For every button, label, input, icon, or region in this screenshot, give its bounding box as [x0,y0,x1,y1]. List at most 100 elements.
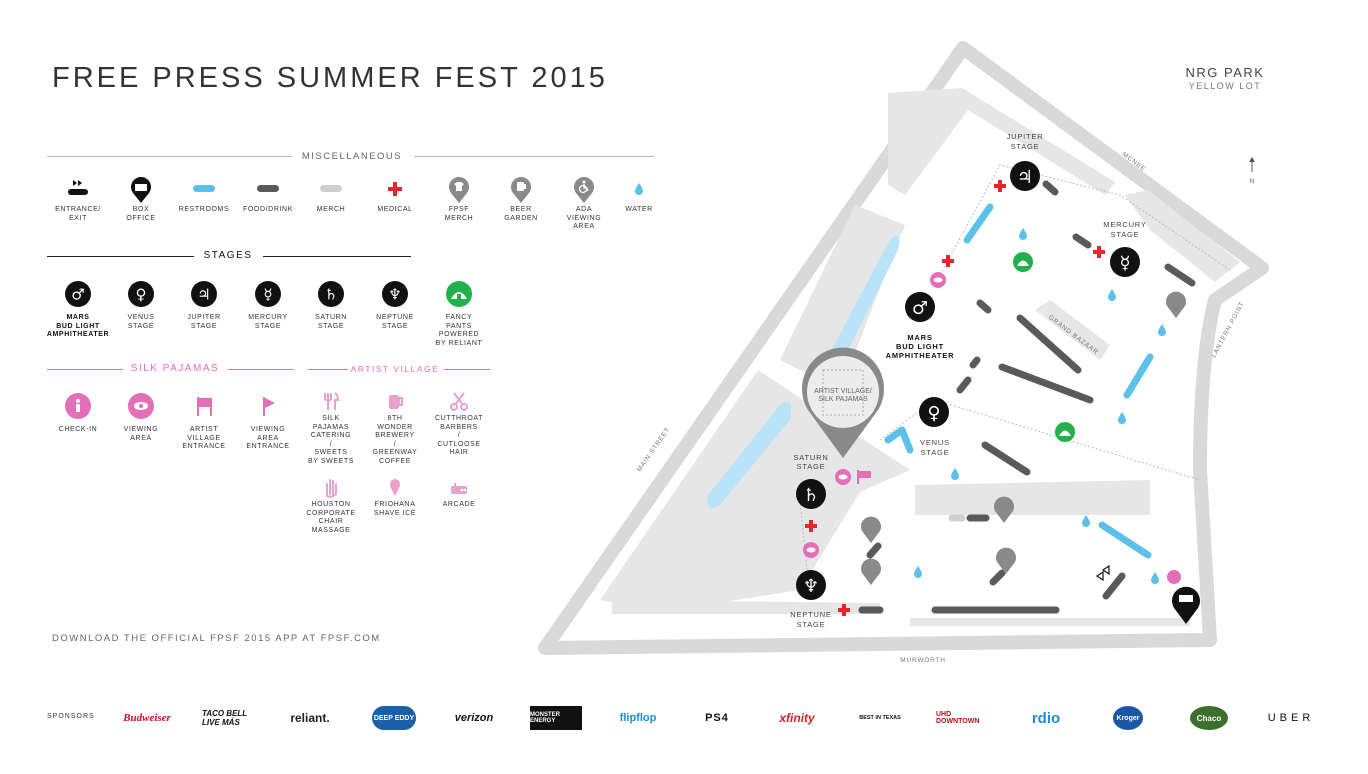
legend-food-drink: FOOD/DRINK [233,176,303,215]
divider [263,256,411,257]
sponsor-uber[interactable]: UBER [1267,712,1315,724]
sponsor-taco-bell[interactable]: TACO BELL LIVE MÁS [202,709,248,727]
legend-entrance-exit: ENTRANCE/ EXIT [43,176,113,223]
beer-garden-icon [511,177,531,203]
svg-text:♀: ♀ [136,286,147,304]
arcade-icon [451,483,467,494]
legend-massage: HOUSTON CORPORATE CHAIR MASSAGE [296,476,366,535]
entrance-exit-icon [1095,564,1110,582]
north-label: N [1250,179,1254,185]
festival-map: ♃ ☿ ♂ ♀ ♄ ♆ ARTIST VILLAGE/ SILK PAJAMAS… [538,41,1269,664]
misc-heading: MISCELLANEOUS [301,151,403,162]
scissors-icon [450,392,468,411]
check-in-icon [65,393,91,419]
legend-medical: MEDICAL [360,176,430,215]
legend-venus: ♀ VENUS STAGE [106,280,176,331]
sponsor-monster[interactable]: MONSTER ENERGY [530,706,582,730]
mercury-label-2: STAGE [1111,230,1140,239]
svg-text:☿: ☿ [1119,253,1130,274]
lot-block [915,480,1150,515]
legend-neptune: ♆ NEPTUNE STAGE [360,280,430,331]
legend-restrooms: RESTROOMS [169,176,239,215]
fancy-pants-markers [1013,252,1075,442]
legend-water: WATER [604,176,674,215]
legend-viewing-area: VIEWING AREA [106,392,176,443]
svg-text:♃: ♃ [197,286,210,304]
sponsor-chaco[interactable]: Chaco [1190,706,1228,730]
sponsor-deep-eddy[interactable]: DEEP EDDY [372,706,416,730]
stages-heading: STAGES [203,250,253,261]
sponsor-rdio[interactable]: rdio [1031,709,1061,727]
lot-block [612,600,880,614]
lot-block [910,618,1190,626]
legend-beer-garden: BEER GARDEN [486,176,556,223]
murworth-label: MURWORTH [900,657,946,664]
svg-text:♄: ♄ [803,485,819,506]
mars-label-1: MARS [907,333,932,342]
brewery-icon [389,395,403,409]
water-feature [826,235,900,374]
sponsor-budweiser[interactable]: Budweiser [123,712,171,724]
svg-text:♆: ♆ [388,286,401,304]
entrance-exit-icon [68,180,88,195]
divider [47,156,292,157]
svg-text:♀: ♀ [927,403,940,424]
mars-stage-icon: ♂ [65,281,91,307]
legend-fancy-pants: FANCY PANTS POWERED BY RELIANT [424,280,494,348]
neptune-stage-icon: ♆ [382,281,408,307]
water-markers [914,228,1166,584]
legend-artist-village-entrance: ARTIST VILLAGE ENTRANCE [169,392,239,452]
grey-pin-markers [861,291,1186,585]
svg-text:♄: ♄ [324,286,337,304]
sponsor-reliant[interactable]: reliant. [290,711,330,725]
sponsor-best-in-texas[interactable]: BEST IN TEXAS [859,715,901,721]
svg-text:♂: ♂ [71,286,84,304]
merch-icon [320,185,342,192]
viewing-area-icon [128,393,154,419]
legend-jupiter: ♃ JUPITER STAGE [169,280,239,331]
legend-brewery: 8TH WONDER BREWERY / GREENWAY COFFEE [360,390,430,466]
venus-label-2: STAGE [921,448,950,457]
sponsor-ps4[interactable]: PS4 [705,712,729,724]
divider [47,369,123,370]
food-drink-markers [858,180,1196,614]
neptune-label-1: NEPTUNE [790,610,831,619]
mars-label-3: AMPHITHEATER [886,351,955,360]
sponsor-xfinity[interactable]: xfinity [779,711,815,725]
divider [47,256,194,257]
sponsor-flipflop[interactable]: flipflop [619,712,657,724]
park-name: NRG PARK [1185,65,1265,80]
legend-mercury: ☿ MERCURY STAGE [233,280,303,331]
artist-village-callout: ARTIST VILLAGE/ SILK PAJAMAS [802,347,884,458]
saturn-label-2: STAGE [797,462,826,471]
sponsor-verizon[interactable]: verizon [454,712,494,724]
legend-shave-ice: FRIOHANA SHAVE ICE [360,476,430,518]
legend-barbers: CUTTHROAT BARBERS / CUTLOOSE HAIR [424,390,494,458]
legend-saturn: ♄ SATURN STAGE [296,280,366,331]
svg-text:☿: ☿ [263,286,272,304]
grand-bazaar-block [1035,300,1110,360]
download-app-text[interactable]: DOWNLOAD THE OFFICIAL FPSF 2015 APP AT F… [52,633,381,644]
fpsf-merch-icon [449,177,469,203]
legend-merch: MERCH [296,176,366,215]
legend-fpsf-merch: FPSF MERCH [424,176,494,223]
silk-pajamas-markers [803,272,1181,584]
svg-text:♃: ♃ [1017,167,1033,188]
medical-icon [388,182,402,196]
jupiter-stage-icon: ♃ [191,281,217,307]
sponsors-label: SPONSORS [47,713,95,720]
water-feature [707,402,792,509]
catering-icon [324,392,340,410]
legend-mars: ♂ MARS BUD LIGHT AMPHITHEATER [43,280,113,340]
sponsor-uhd[interactable]: UHD DOWNTOWN [936,711,980,725]
viewing-area-entrance-icon [263,397,275,416]
sponsor-kroger[interactable]: Kroger [1113,706,1143,730]
svg-text:♂: ♂ [912,298,928,319]
svg-text:♆: ♆ [803,576,819,597]
legend-catering: SILK PAJAMAS CATERING / SWEETS BY SWEETS [296,390,366,466]
jupiter-label-2: STAGE [1011,142,1040,151]
legend-box-office: BOX OFFICE [106,176,176,223]
shave-ice-icon [390,479,400,496]
lot-block [1125,190,1240,282]
restroom-icon [193,185,215,192]
